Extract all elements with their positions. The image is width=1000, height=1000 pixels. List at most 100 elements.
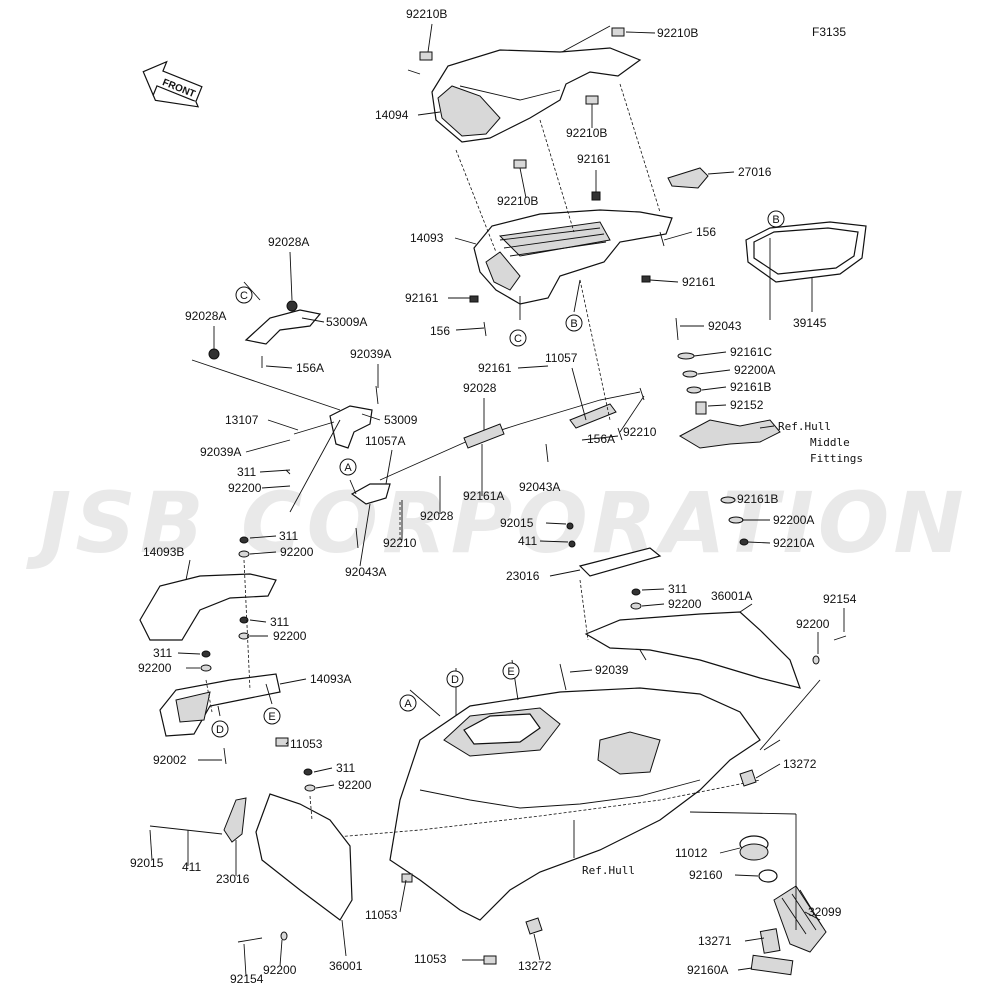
clip-92210b-1 (419, 51, 433, 61)
nut-92161-left (469, 295, 479, 303)
part-14093b (139, 573, 277, 641)
screw-92154-right (833, 635, 847, 641)
part-label: 27016 (738, 165, 772, 179)
clip-92210b-3 (585, 95, 599, 105)
part-label: 92210 (383, 536, 417, 550)
part-label: 53009 (384, 413, 418, 427)
part-27016 (667, 167, 709, 189)
callout-letter: E (268, 711, 275, 723)
callout-letter: A (404, 698, 412, 710)
part-label: 92200 (263, 963, 297, 977)
part-label: 311 (668, 582, 687, 596)
part-11057a (350, 483, 391, 505)
part-label: 13272 (783, 757, 817, 771)
part-label: 23016 (506, 569, 540, 583)
part-label: 92210B (566, 126, 607, 140)
part-label: 92200 (338, 778, 372, 792)
front-arrow: FRONT (142, 60, 203, 108)
part-label: 11012 (675, 846, 708, 860)
part-label: 36001A (711, 589, 752, 603)
part-11012-ring (739, 835, 769, 861)
part-label: 92200A (734, 363, 775, 377)
callout-circle (399, 694, 417, 712)
part-label: 92210A (773, 536, 814, 550)
part-label: 156 (696, 225, 716, 239)
callout-circle (502, 662, 520, 680)
part-label: 92160A (687, 963, 728, 977)
washer-92200-right (812, 655, 820, 665)
screw-156-right (659, 231, 665, 247)
washer-92200-left (280, 931, 288, 941)
part-label: 92161 (405, 291, 439, 305)
nut-311-right (631, 588, 641, 596)
callout-circle (509, 329, 527, 347)
part-label: 156A (587, 432, 615, 446)
part-label: 14094 (375, 108, 409, 122)
screw-92210-right (639, 387, 645, 401)
screw-92039 (559, 663, 567, 691)
washer-92200-b (238, 632, 250, 640)
part-36001a-cover (584, 611, 801, 689)
part-label: 311 (237, 465, 256, 479)
washer-92200-right-top (630, 602, 642, 610)
part-label: 14093 (410, 231, 444, 245)
spring-92161a (463, 423, 505, 449)
part-label: 92161 (682, 275, 716, 289)
part-label: 39145 (793, 316, 827, 330)
part-label: 92210 (623, 425, 657, 439)
part-label: 411 (182, 860, 201, 874)
svg-text:Middle: Middle (810, 436, 850, 449)
part-label: 92154 (823, 592, 857, 606)
callout-e: E (263, 707, 281, 725)
washer-92200-c (200, 664, 212, 672)
part-label: 156A (296, 361, 324, 375)
nut-311-c (201, 650, 211, 658)
nut-311-b (239, 616, 249, 624)
washer-92200-a (238, 550, 250, 558)
part-label: 11057A (365, 434, 405, 448)
watermark-text: JSB CORPORATION (26, 474, 968, 572)
screw-92043a-mid (545, 443, 549, 463)
part-label: 13271 (698, 934, 732, 948)
part-label: 92028A (268, 235, 309, 249)
callout-c: C (235, 286, 253, 304)
callout-letter: D (216, 724, 224, 736)
part-label: 92210B (497, 194, 538, 208)
screw-92043a-left (355, 527, 359, 549)
part-label: 92043 (708, 319, 742, 333)
part-label: 14093B (143, 545, 184, 559)
part-13272-right (739, 769, 757, 787)
callout-e: E (502, 662, 520, 680)
part-13272-left (525, 917, 543, 935)
part-label: 92043A (519, 480, 560, 494)
cable-line (379, 391, 641, 481)
ref-hull-label: Ref.Hull (582, 864, 635, 877)
part-label: 92152 (730, 398, 764, 412)
part-label: 311 (336, 761, 355, 775)
part-label: 53009A (326, 315, 367, 329)
figure-code: F3135 (812, 25, 846, 39)
part-92160-oring (758, 869, 778, 883)
part-label: 92200 (668, 597, 702, 611)
callout-circle (339, 458, 357, 476)
callout-b: B (767, 210, 785, 228)
part-39145-seal (745, 221, 867, 283)
ref-hull-middle-fittings-label: Ref.Hull Middle Fittings (778, 420, 863, 465)
callout-circle (263, 707, 281, 725)
part-label: 411 (518, 534, 537, 548)
part-label: 92028 (463, 381, 497, 395)
part-92160a (750, 954, 794, 976)
part-14093-tray (473, 209, 673, 305)
part-label: 92200 (280, 545, 314, 559)
part-label: 92161 (478, 361, 512, 375)
clip-11053-b (401, 873, 413, 883)
part-label: 92028A (185, 309, 226, 323)
clip-92210b-4 (513, 159, 527, 169)
callout-b: B (565, 314, 583, 332)
callout-circle (565, 314, 583, 332)
callout-circle (767, 210, 785, 228)
nut-311-a (239, 536, 249, 544)
part-36001-cover (255, 793, 353, 921)
part-label: 92200 (273, 629, 307, 643)
